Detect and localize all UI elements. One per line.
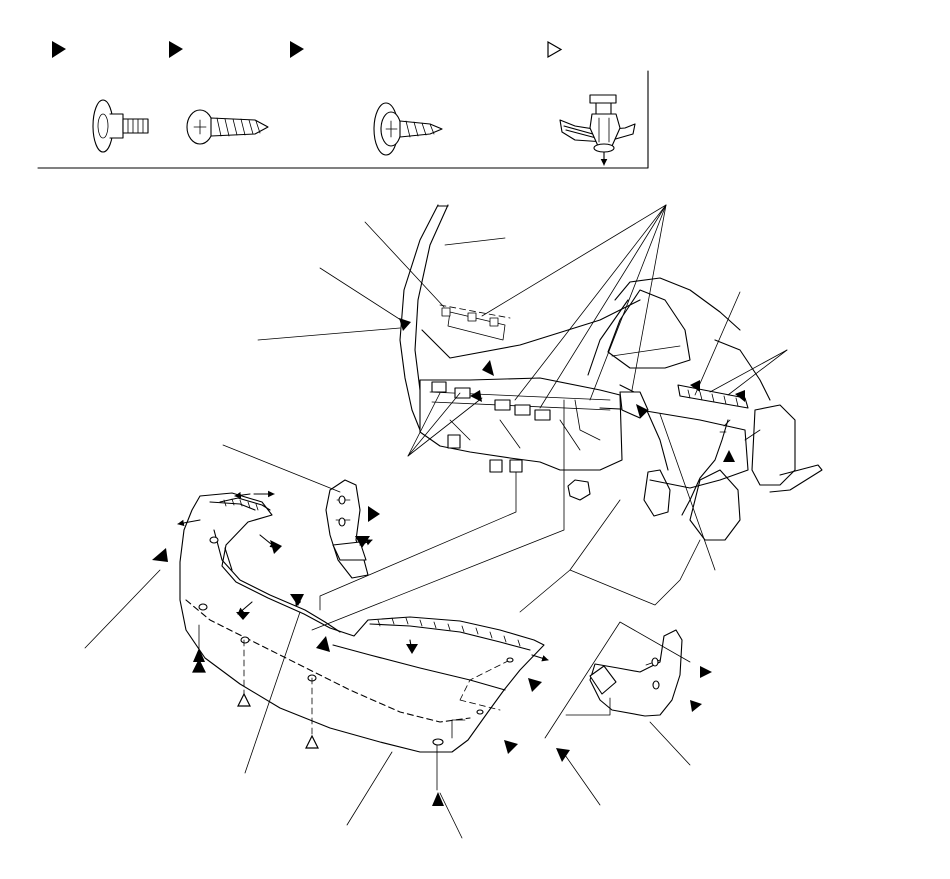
callout-marker bbox=[432, 792, 444, 806]
leader-lines bbox=[84, 204, 788, 839]
fastener-legend bbox=[37, 40, 649, 169]
clip-icon bbox=[559, 94, 636, 166]
legend-marker-washer-screw bbox=[290, 41, 304, 58]
washer-screw-icon bbox=[373, 102, 443, 156]
tapping-screw-icon bbox=[186, 109, 269, 145]
bumper-cover bbox=[179, 492, 545, 753]
callout-marker bbox=[406, 644, 418, 654]
vehicle-rear-body bbox=[399, 204, 823, 541]
legend-marker-bolt bbox=[52, 41, 66, 58]
callout-marker bbox=[723, 450, 735, 462]
callout-marker bbox=[735, 390, 745, 402]
callout-marker bbox=[636, 404, 648, 418]
legend-marker-clip bbox=[547, 40, 563, 59]
left-bumper-bracket bbox=[325, 479, 369, 579]
assembly-guide-lines bbox=[311, 399, 701, 739]
callout-marker bbox=[556, 748, 570, 762]
right-bumper-bracket bbox=[589, 629, 683, 717]
clip-callout-marker bbox=[237, 692, 251, 707]
flange-bolt-icon bbox=[92, 99, 149, 153]
callout-marker bbox=[290, 594, 304, 606]
legend-frame bbox=[37, 70, 649, 169]
callout-marker bbox=[355, 536, 370, 548]
callout-marker bbox=[193, 648, 205, 662]
clip-callout-markers bbox=[192, 658, 319, 749]
callout-marker bbox=[270, 540, 282, 554]
callout-marker bbox=[470, 390, 482, 402]
callout-marker bbox=[368, 506, 380, 522]
callout-marker bbox=[690, 700, 702, 712]
callout-marker bbox=[236, 612, 250, 620]
callout-marker bbox=[399, 318, 411, 331]
callout-marker bbox=[152, 548, 168, 562]
clip-callout-marker bbox=[305, 734, 319, 749]
callout-marker bbox=[316, 636, 330, 652]
callout-marker bbox=[700, 666, 712, 678]
callout-marker bbox=[482, 360, 494, 376]
callout-marker bbox=[690, 380, 700, 392]
clip-callout-marker bbox=[192, 658, 206, 673]
legend-marker-tapping-screw bbox=[169, 41, 183, 58]
callout-marker bbox=[504, 740, 518, 754]
bolt-callout-markers bbox=[152, 318, 745, 806]
callout-marker bbox=[528, 678, 542, 692]
